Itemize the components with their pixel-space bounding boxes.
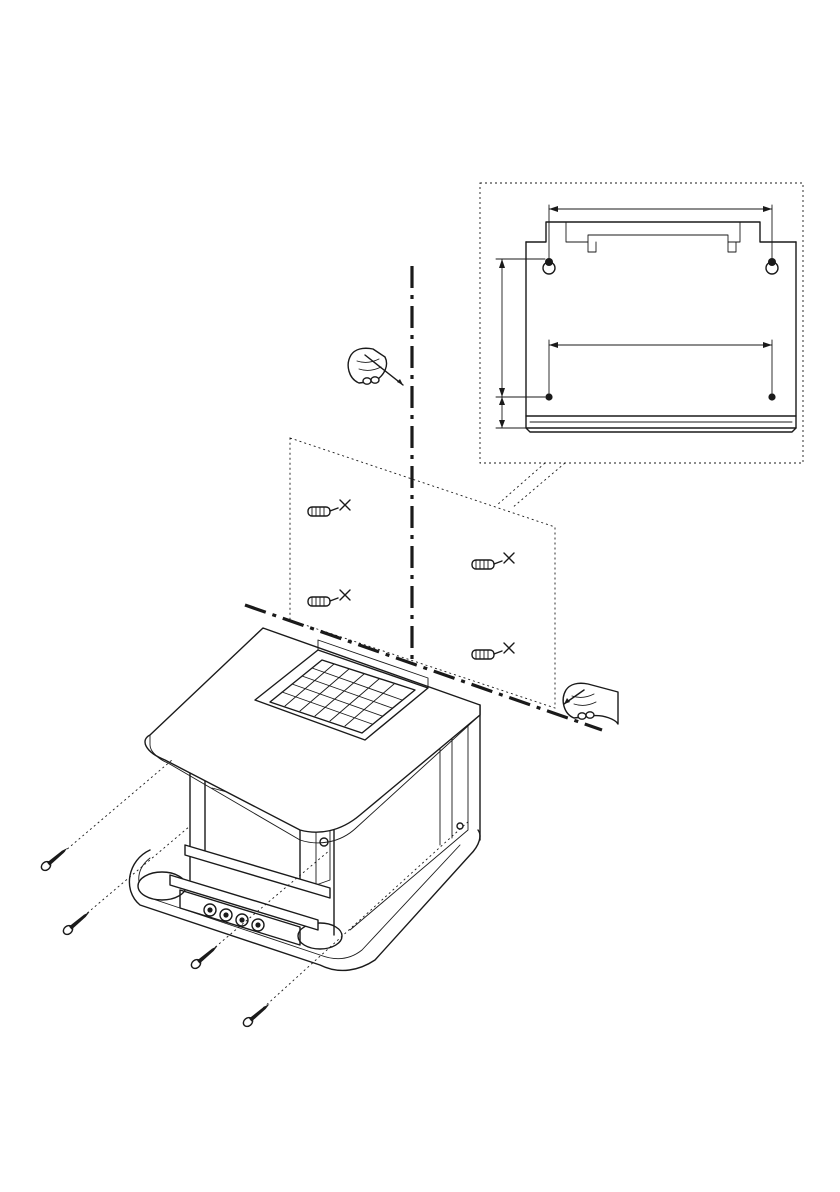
back-plate-outline xyxy=(526,242,796,428)
base-frame xyxy=(129,830,480,970)
template-detail-frame xyxy=(480,183,803,463)
base-foot-right xyxy=(298,923,342,949)
detail-leader-right xyxy=(512,463,565,508)
pencil-hand-icon xyxy=(563,683,618,724)
pencil-hand-icon xyxy=(348,348,403,385)
back-plate-notch xyxy=(566,222,740,242)
side-screw-hole xyxy=(457,823,463,829)
screw-path-1 xyxy=(52,760,172,862)
dimension-vertical-spacing xyxy=(496,259,545,428)
speaker-unit-icon xyxy=(129,628,480,970)
detail-leader-left xyxy=(497,463,545,505)
lower-hole-left xyxy=(545,393,552,400)
back-plate-tabs xyxy=(588,242,736,252)
dimension-lower-width xyxy=(549,340,772,393)
dimension-top-width xyxy=(549,205,772,262)
mounting-template-icon xyxy=(480,183,803,508)
back-plate-top xyxy=(526,222,796,242)
lower-hole-right xyxy=(768,393,775,400)
